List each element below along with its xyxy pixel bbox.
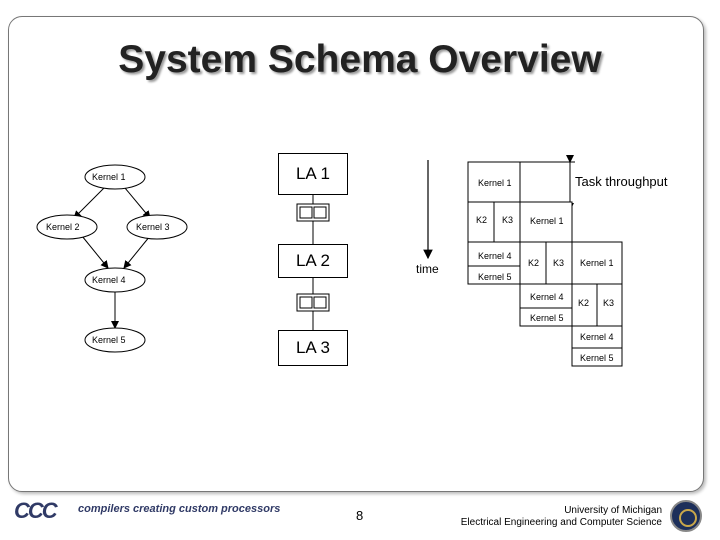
buffer-1-slot-a: [299, 206, 313, 219]
t3-kernel5-block: [571, 347, 623, 367]
task-graph-edges: [73, 187, 151, 329]
t1-kernel4-block: [467, 241, 521, 267]
affiliation: University of Michigan Electrical Engine…: [461, 505, 662, 529]
kernel-3-node: [126, 214, 188, 240]
t1-kernel5-label: Kernel 5: [478, 272, 512, 282]
ccc-logo: CCC: [14, 498, 74, 528]
kernel-4-node: [84, 267, 146, 293]
la-3-box: LA 3: [278, 330, 348, 366]
buffer-2-slot-b: [313, 296, 327, 309]
kernel-5-label: Kernel 5: [92, 335, 126, 345]
kernel-3-label: Kernel 3: [136, 222, 170, 232]
t1-kernel4-label: Kernel 4: [478, 251, 512, 261]
edge-k1-k3: [124, 187, 151, 219]
edge-k3-k4: [123, 235, 151, 269]
edge-k2-k4: [81, 235, 109, 269]
t2-k3-label: K3: [553, 258, 565, 268]
t1-kernel1-block: [467, 161, 521, 203]
t3-k3-label: K3: [603, 298, 615, 308]
slide-title: System Schema Overview: [118, 38, 602, 81]
t1-k2-label: K2: [476, 215, 488, 225]
t3-kernel4-label: Kernel 4: [580, 332, 614, 342]
university-name: University of Michigan: [564, 505, 662, 516]
t3-kernel5-label: Kernel 5: [580, 353, 614, 363]
kernel-5-node: [84, 327, 146, 353]
department-name: Electrical Engineering and Computer Scie…: [460, 517, 662, 528]
la-1-box: LA 1: [278, 153, 348, 195]
brand-tagline: compilers creating custom processors: [78, 503, 281, 515]
kernel-1-node: [84, 164, 146, 190]
t2-kernel1-block: [519, 201, 573, 243]
t1-kernel1-label: Kernel 1: [478, 178, 512, 188]
t3-k2-label: K2: [578, 298, 590, 308]
t2-kernel1-label: Kernel 1: [530, 216, 564, 226]
la-2-box: LA 2: [278, 244, 348, 278]
t1-k3-label: K3: [502, 215, 514, 225]
kernel-2-label: Kernel 2: [46, 222, 80, 232]
buffer-1-slot-b: [313, 206, 327, 219]
t2-k3-block: [545, 241, 573, 285]
t2-k2-label: K2: [528, 258, 540, 268]
t2-kernel4-label: Kernel 4: [530, 292, 564, 302]
ccc-logo-text: CCC: [14, 498, 58, 523]
edge-k1-k2: [73, 187, 105, 219]
t3-k3-block: [596, 283, 623, 327]
kernel-4-label: Kernel 4: [92, 275, 126, 285]
kernel-2-node: [36, 214, 98, 240]
university-seal-icon: [670, 500, 702, 532]
time-label: time: [416, 262, 439, 276]
page-number: 8: [356, 508, 364, 523]
t3-kernel1-block: [571, 241, 623, 285]
t2-kernel5-label: Kernel 5: [530, 313, 564, 323]
t1-k3-block: [493, 201, 521, 243]
throughput-label: Task throughput: [575, 174, 668, 189]
buffer-2-slot-a: [299, 296, 313, 309]
t3-kernel1-label: Kernel 1: [580, 258, 614, 268]
kernel-1-label: Kernel 1: [92, 172, 126, 182]
